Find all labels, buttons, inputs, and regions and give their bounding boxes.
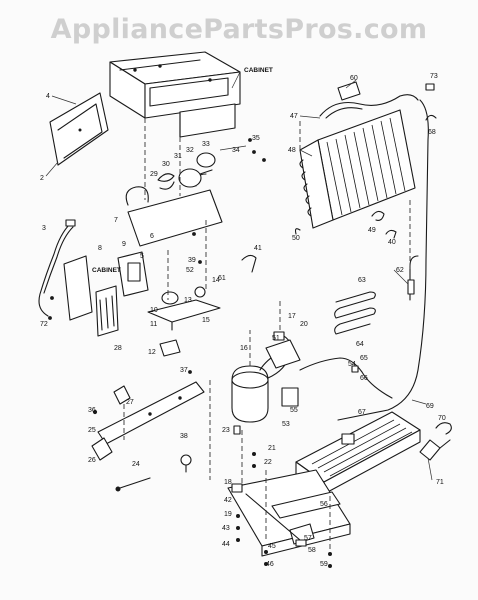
fan-motor-part	[157, 152, 216, 190]
callout-21: 21	[268, 445, 276, 452]
callout-49: 49	[368, 227, 376, 234]
callout-73: 73	[430, 73, 438, 80]
callout-47: 47	[290, 113, 298, 120]
callout-44: 44	[222, 541, 230, 548]
callout-15: 15	[202, 317, 210, 324]
callout-4: 4	[46, 93, 50, 100]
filter-drier-part	[419, 422, 452, 461]
cabinet-label-top: CABINET	[244, 67, 273, 74]
callout-43: 43	[222, 525, 230, 532]
callout-51: 51	[272, 335, 280, 342]
callout-23: 23	[222, 427, 230, 434]
callout-64: 64	[356, 341, 364, 348]
side-panel-part	[49, 92, 109, 166]
callout-42: 42	[224, 497, 232, 504]
callout-61: 61	[218, 275, 226, 282]
callout-54: 54	[348, 361, 356, 368]
cabinet-label-side: CABINET	[92, 267, 121, 274]
callout-20: 20	[300, 321, 308, 328]
callout-3: 3	[42, 225, 46, 232]
callout-53: 53	[282, 421, 290, 428]
callout-14: 14	[212, 277, 220, 284]
callout-2: 2	[40, 175, 44, 182]
callout-59: 59	[320, 561, 328, 568]
callout-27: 27	[126, 399, 134, 406]
callout-35: 35	[252, 135, 260, 142]
callout-45: 45	[268, 543, 276, 550]
callout-26: 26	[88, 457, 96, 464]
wiring-harness-part	[38, 219, 76, 317]
callout-66: 66	[360, 375, 368, 382]
callout-13: 13	[184, 297, 192, 304]
callout-39: 39	[188, 257, 196, 264]
relay-overload-part	[265, 331, 301, 407]
base-plate-part	[227, 469, 351, 557]
callout-33: 33	[202, 141, 210, 148]
callout-68: 68	[428, 129, 436, 136]
callout-12: 12	[148, 349, 156, 356]
callout-55: 55	[290, 407, 298, 414]
callout-36: 36	[88, 407, 96, 414]
leader-lines	[45, 71, 433, 481]
callout-56: 56	[320, 501, 328, 508]
callout-48: 48	[288, 147, 296, 154]
callout-18: 18	[224, 479, 232, 486]
condenser-coil-part	[299, 94, 419, 229]
callout-32: 32	[186, 147, 194, 154]
callout-7: 7	[114, 217, 118, 224]
callout-46: 46	[266, 561, 274, 568]
callout-19: 19	[224, 511, 232, 518]
callout-34: 34	[232, 147, 240, 154]
callout-11: 11	[150, 321, 157, 328]
callout-29: 29	[150, 171, 158, 178]
base-rail-part	[91, 381, 205, 461]
callout-5: 5	[140, 253, 144, 260]
callout-30: 30	[162, 161, 170, 168]
assembly-lines	[123, 118, 411, 550]
heater-element-part	[334, 291, 376, 335]
callout-71: 71	[436, 479, 444, 486]
callout-57: 57	[304, 535, 312, 542]
tubing-part	[299, 357, 393, 399]
callout-52: 52	[186, 267, 194, 274]
callout-38: 38	[180, 433, 188, 440]
control-box-part	[63, 251, 206, 357]
callout-72: 72	[40, 321, 48, 328]
callout-16: 16	[240, 345, 248, 352]
callout-numbers: 2 4 3 5 6 7 8 9 10 11 12 13 14 15 16 17 …	[40, 73, 446, 568]
callout-6: 6	[150, 233, 154, 240]
callout-25: 25	[88, 427, 96, 434]
callout-58: 58	[308, 547, 316, 554]
fan-bracket-part	[125, 173, 223, 247]
cabinet-base-part	[109, 51, 241, 138]
callout-17: 17	[288, 313, 296, 320]
callout-62: 62	[396, 267, 404, 274]
watermark: AppliancePartsPros.com	[50, 14, 428, 45]
callout-70: 70	[438, 415, 446, 422]
callout-63: 63	[358, 277, 366, 284]
callout-67: 67	[358, 409, 366, 416]
callout-65: 65	[360, 355, 368, 362]
relay-bracket-part	[147, 299, 221, 331]
callout-28: 28	[114, 345, 122, 352]
callout-24: 24	[132, 461, 140, 468]
callout-41: 41	[254, 245, 262, 252]
callout-9: 9	[122, 241, 126, 248]
callout-69: 69	[426, 403, 434, 410]
hardware-parts	[48, 81, 437, 568]
callout-8: 8	[98, 245, 102, 252]
callout-37: 37	[180, 367, 188, 374]
callout-22: 22	[264, 459, 272, 466]
callout-50: 50	[292, 235, 300, 242]
callout-40: 40	[388, 239, 396, 246]
callout-60: 60	[350, 75, 358, 82]
callout-31: 31	[174, 153, 182, 160]
callout-10: 10	[150, 307, 158, 314]
compressor-part	[231, 333, 292, 423]
